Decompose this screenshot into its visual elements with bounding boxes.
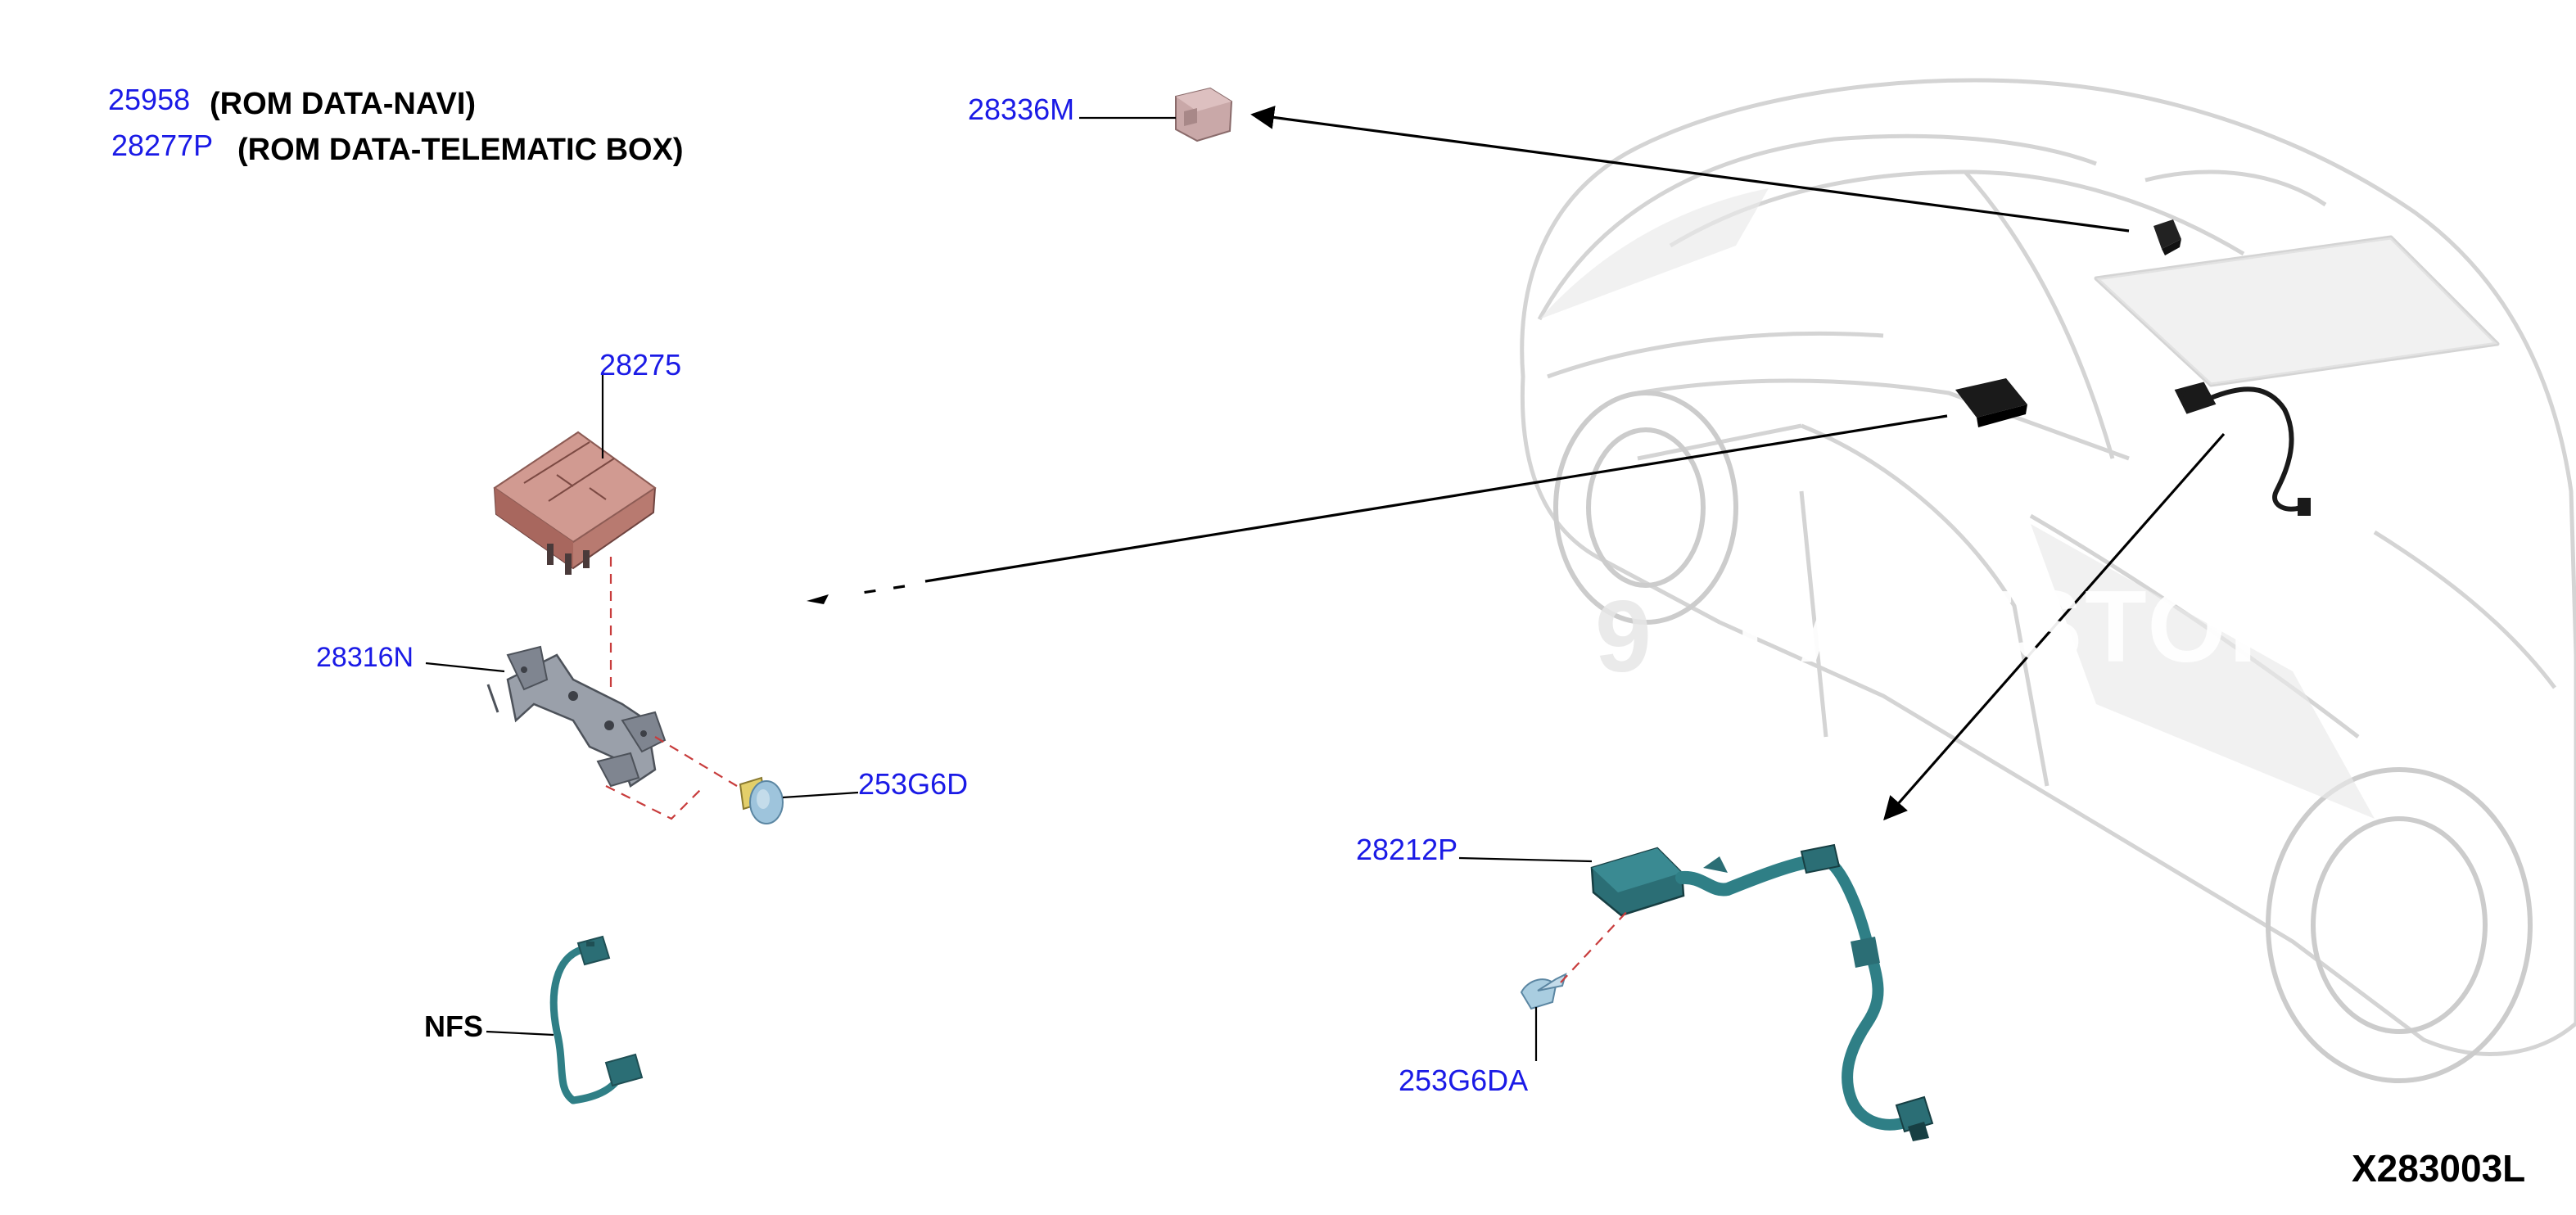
pointer-arrows	[807, 106, 2226, 821]
legend-description: (ROM DATA-NAVI)	[210, 87, 477, 121]
watermark-brand: PARTSTORE.S	[1736, 571, 2476, 684]
part-28212P-harness	[1590, 843, 1934, 1141]
arrow-to-28275	[924, 414, 1948, 583]
legend-part-number[interactable]: 28277P	[111, 129, 214, 162]
legend-part-number[interactable]: 25958	[108, 83, 191, 116]
callout-28212P[interactable]: 28212P	[1356, 833, 1458, 866]
arrow-28275-tip	[807, 594, 829, 604]
callout-253G6D[interactable]: 253G6D	[858, 767, 969, 801]
vehicle-shading	[1539, 188, 2497, 819]
part-28316N-bracket	[486, 645, 667, 788]
part-nfs-harness	[549, 935, 644, 1104]
callout-28275[interactable]: 28275	[599, 348, 682, 382]
part-253G6D-bolt	[739, 776, 784, 824]
assembly-dash-lines-ecu	[605, 557, 738, 820]
callout-leaders	[425, 116, 1593, 1061]
vehicle-component-harness	[2174, 382, 2311, 516]
callout-28316N[interactable]: 28316N	[316, 642, 414, 673]
arrow-to-28212P	[1883, 432, 2226, 821]
vehicle-component-telematic-unit	[1955, 378, 2027, 427]
arrow-28275-head	[851, 585, 906, 596]
vehicle-component-roof-module	[2153, 219, 2181, 255]
legend-description: (ROM DATA-TELEMATIC BOX)	[237, 133, 684, 167]
part-28275-module	[493, 431, 657, 575]
part-253G6DA-bolt	[1520, 973, 1567, 1010]
part-28336M	[1175, 87, 1233, 142]
assembly-dash-line-harness	[1560, 908, 1630, 983]
callout-28336M[interactable]: 28336M	[968, 93, 1075, 126]
callout-253G6DA[interactable]: 253G6DA	[1399, 1064, 1529, 1097]
arrow-to-28336M	[1250, 106, 2130, 233]
vehicle-wheels	[1553, 391, 2533, 1083]
watermark-prefix: 9	[1595, 580, 1652, 693]
diagram-code: X283003L	[2352, 1147, 2526, 1190]
callout-nfs: NFS	[424, 1009, 483, 1043]
